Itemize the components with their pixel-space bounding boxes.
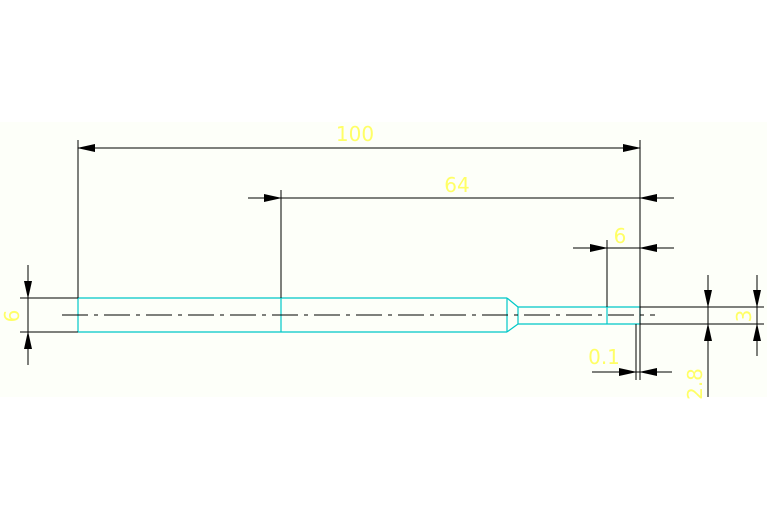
label-partial: 2.8 [683, 368, 707, 400]
label-length-64: 64 [444, 173, 469, 197]
taper-top [506, 297, 519, 308]
label-diameter-right: 3 [732, 310, 756, 323]
label-diameter-left: 6 [0, 310, 24, 323]
dimension-lines [20, 140, 764, 397]
label-offset: 0.1 [588, 345, 620, 369]
label-overall-length: 100 [336, 122, 374, 146]
dimension-labels: 100 64 6 6 3 0.1 2.8 [0, 122, 756, 400]
label-length-6: 6 [614, 224, 627, 248]
taper-bottom [506, 323, 519, 333]
drawing-area [0, 122, 767, 397]
